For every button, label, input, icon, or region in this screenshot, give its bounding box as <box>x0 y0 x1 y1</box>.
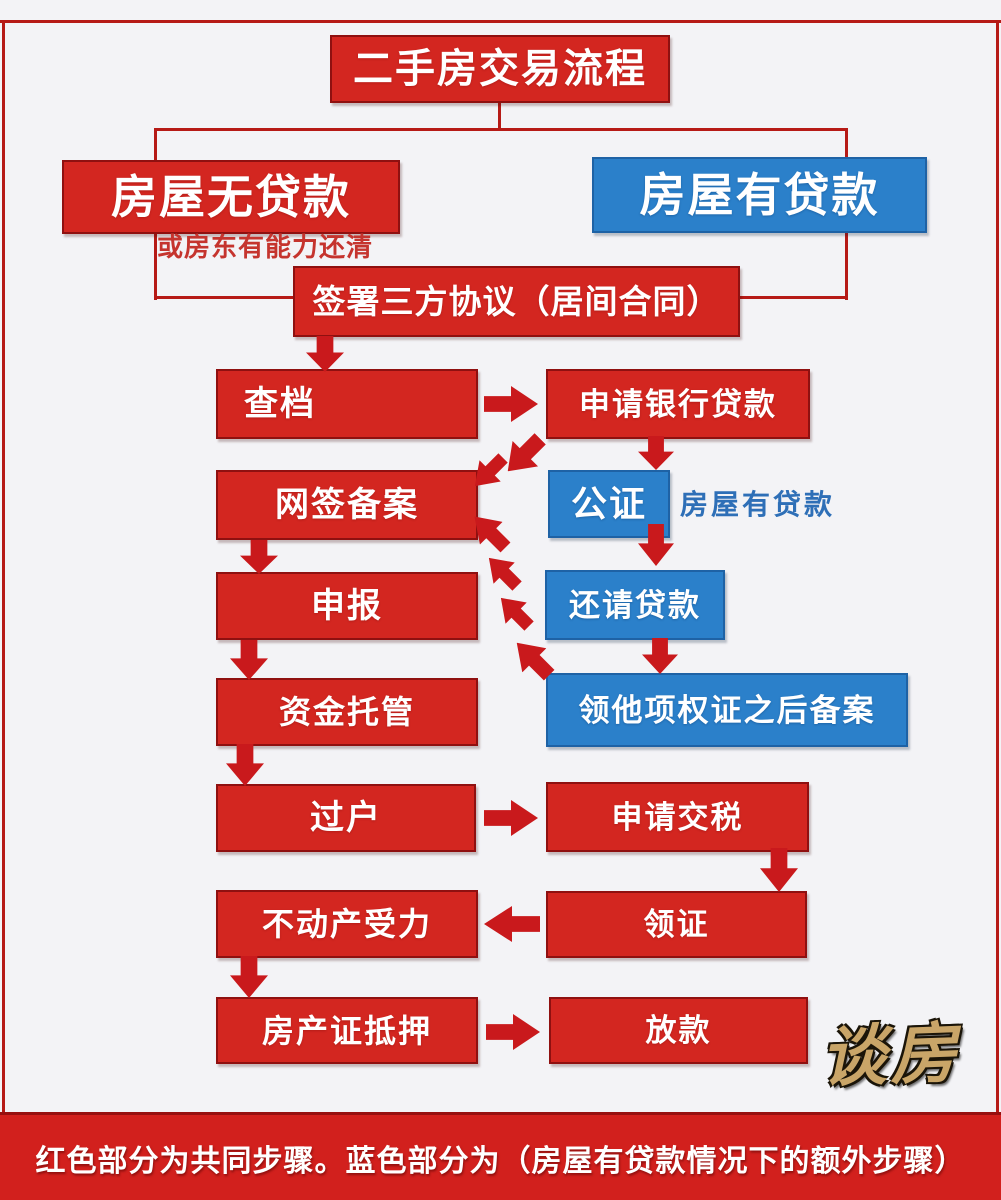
step-loan-disbursement-label: 放款 <box>645 1013 712 1048</box>
connector-line <box>154 128 848 131</box>
step-declaration-label: 申报 <box>311 587 383 625</box>
watermark-text: 谈房 <box>818 1000 962 1101</box>
step-transfer-ownership: 过户 <box>216 784 476 852</box>
step-transfer-ownership-label: 过户 <box>310 799 382 837</box>
step-declaration: 申报 <box>216 572 478 640</box>
notarization-note: 房屋有贷款 <box>680 491 835 519</box>
step-notarization-label: 公证 <box>570 483 647 524</box>
step-get-certificate-label: 领证 <box>643 907 710 942</box>
arrow-diagonal-icon <box>490 587 539 636</box>
step-real-estate-acceptance: 不动产受力 <box>216 890 478 958</box>
frame-top-line <box>0 20 1001 23</box>
step-sign-agreement-label: 签署三方协议（居间合同） <box>312 283 721 320</box>
arrow-left-icon <box>484 906 540 942</box>
frame-right-line <box>996 20 999 1112</box>
step-check-archives: 查档 <box>216 369 478 439</box>
arrow-right-icon <box>484 386 538 422</box>
step-online-sign-record-label: 网签备案 <box>275 486 419 524</box>
arrow-down-icon <box>240 540 278 574</box>
arrow-down-icon <box>638 436 674 470</box>
step-apply-tax: 申请交税 <box>546 782 809 852</box>
arrow-down-icon <box>230 640 268 680</box>
footer-legend-label: 红色部分为共同步骤。蓝色部分为（房屋有贷款情况下的额外步骤） <box>35 1144 966 1178</box>
arrow-diagonal-icon <box>478 547 527 596</box>
connector-line <box>154 296 296 299</box>
step-property-cert-mortgage: 房产证抵押 <box>216 997 478 1064</box>
arrow-down-icon <box>760 848 798 892</box>
step-check-archives-label: 查档 <box>244 385 316 423</box>
frame-left-line <box>2 20 5 1112</box>
arrow-down-icon <box>306 336 344 372</box>
step-real-estate-acceptance-label: 不动产受力 <box>261 906 432 942</box>
step-repay-loan-label: 还请贷款 <box>569 587 701 623</box>
step-notarization: 公证 <box>548 470 670 538</box>
arrow-right-icon <box>486 1014 540 1050</box>
branch-no-loan-note: 或房东有能力还清 <box>150 234 380 260</box>
branch-has-loan: 房屋有贷款 <box>592 157 927 233</box>
step-apply-bank-loan-label: 申请银行贷款 <box>579 386 777 422</box>
step-online-sign-record: 网签备案 <box>216 470 478 540</box>
connector-line <box>498 100 501 130</box>
step-record-after-cert-label: 领他项权证之后备案 <box>578 692 876 728</box>
step-apply-tax-label: 申请交税 <box>611 799 744 835</box>
footer-legend-bar: 红色部分为共同步骤。蓝色部分为（房屋有贷款情况下的额外步骤） <box>0 1112 1001 1200</box>
flowchart-title-label: 二手房交易流程 <box>353 47 647 91</box>
step-record-after-cert: 领他项权证之后备案 <box>546 673 908 747</box>
notarization-note-label: 房屋有贷款 <box>680 489 836 520</box>
arrow-right-icon <box>484 800 538 836</box>
arrow-down-icon <box>642 638 678 674</box>
arrow-diagonal-icon <box>495 426 553 484</box>
step-loan-disbursement: 放款 <box>549 997 808 1064</box>
step-get-certificate: 领证 <box>546 891 807 958</box>
step-property-cert-mortgage-label: 房产证抵押 <box>261 1012 432 1049</box>
flowchart-title: 二手房交易流程 <box>330 35 670 103</box>
branch-has-loan-label: 房屋有贷款 <box>639 169 880 221</box>
arrow-down-icon <box>230 956 268 998</box>
step-apply-bank-loan: 申请银行贷款 <box>546 369 810 439</box>
step-fund-escrow: 资金托管 <box>216 678 478 746</box>
step-fund-escrow-label: 资金托管 <box>278 694 415 730</box>
watermark-label: 谈房 <box>818 1013 962 1097</box>
branch-no-loan-label: 房屋无贷款 <box>111 171 351 223</box>
branch-no-loan: 房屋无贷款 <box>62 160 400 234</box>
connector-line <box>740 296 848 299</box>
step-sign-agreement: 签署三方协议（居间合同） <box>293 266 740 337</box>
arrow-down-icon <box>226 744 264 786</box>
step-repay-loan: 还请贷款 <box>545 570 725 640</box>
branch-no-loan-note-label: 或房东有能力还清 <box>156 232 373 262</box>
